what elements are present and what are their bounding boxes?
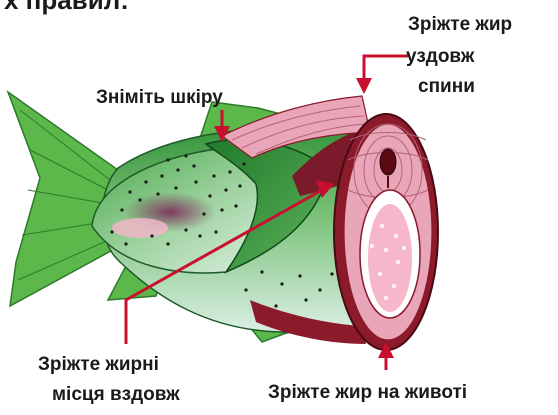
spine bbox=[380, 149, 396, 175]
label-trim-back-line2: уздовж bbox=[406, 46, 474, 68]
label-trim-belly: Зріжте жир на животі bbox=[268, 382, 467, 404]
label-trim-side-line1: Зріжте жирні bbox=[38, 354, 159, 376]
label-trim-side-line2: місця вздовж bbox=[52, 384, 180, 406]
label-trim-back-line1: Зріжте жир bbox=[408, 14, 512, 36]
belly-cavity-inner bbox=[368, 204, 412, 312]
page-title-fragment: х правил: bbox=[4, 0, 129, 16]
label-trim-back-line3: спини bbox=[418, 76, 475, 98]
label-remove-skin: Зніміть шкіру bbox=[96, 87, 223, 109]
arrow-back-fat bbox=[356, 56, 408, 94]
